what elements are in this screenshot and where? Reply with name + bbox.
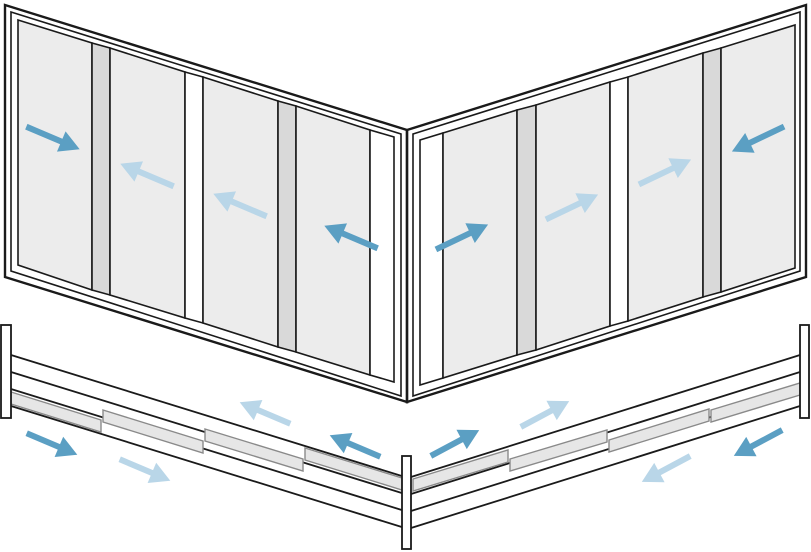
track-right-arrow-2-icon	[519, 400, 570, 430]
right-wall-arrow-3-icon-head	[668, 158, 692, 179]
right-wall-outer-frame	[405, 3, 808, 404]
track-left-arrow-4-icon	[329, 432, 382, 460]
track-left-segment-3	[204, 428, 304, 472]
left-wall-arrow-2-icon-head	[120, 161, 144, 182]
track-left-arrow-2-icon	[118, 456, 171, 484]
track-right-rail-4	[410, 405, 801, 529]
right-panel-4	[720, 23, 796, 294]
track-left-arrow-3-icon	[239, 399, 292, 427]
left-wall-arrow-3-icon	[213, 191, 268, 220]
track-plan	[0, 324, 810, 550]
right-wall-arrow-2-icon	[544, 193, 599, 223]
left-wall	[3, 3, 409, 404]
track-right-arrow-4-icon	[733, 427, 784, 457]
left-wall-arrow-4-icon-head	[324, 223, 348, 244]
slide-direction-arrows	[25, 123, 786, 484]
left-gap-1	[184, 70, 204, 325]
track-left-arrow-3-icon-head	[239, 399, 263, 421]
left-mullion-2	[277, 99, 297, 354]
track-left-rail-4	[10, 405, 406, 529]
track-right-rail-1	[410, 354, 801, 478]
track-center-post	[401, 455, 412, 550]
right-panel-3	[627, 51, 704, 323]
right-gap-2	[609, 75, 629, 328]
left-mullion-1	[91, 41, 111, 297]
left-wall-inner-frame	[10, 10, 402, 398]
track-left-arrow-2-icon-head	[147, 462, 171, 484]
track-left-segment-2	[102, 409, 204, 454]
left-wall-arrow-3-icon-head	[213, 191, 237, 212]
track-right-arrow-1-icon	[429, 429, 480, 459]
track-right-arrow-4-icon-head	[733, 436, 757, 457]
track-right-segment-2	[509, 429, 608, 472]
right-mullion-2	[702, 46, 722, 299]
track-right-arrow-3-icon	[641, 453, 692, 483]
track-right-arrow-1-icon-head	[456, 429, 480, 450]
track-right-end-post	[799, 324, 810, 419]
track-right-segment-3	[608, 408, 710, 453]
track-left-arrow-4-icon-head	[329, 432, 353, 454]
track-left-rail-1	[10, 354, 406, 478]
right-wall-arrow-4-icon-head	[731, 132, 755, 153]
left-wall-arrow-1-icon-head	[56, 131, 80, 152]
left-panel-1	[17, 18, 93, 292]
left-wall-arrow-1-icon	[25, 123, 80, 152]
right-wall-arrow-4-icon	[731, 123, 786, 153]
right-wall-arrow-1-icon-head	[465, 223, 489, 244]
track-right-arrow-2-icon-head	[546, 400, 570, 421]
right-wall-inner-frame	[412, 10, 801, 398]
track-left-rail-3	[10, 388, 406, 512]
track-right-arrow-3-icon-head	[641, 462, 665, 483]
left-wall-arrow-2-icon	[120, 161, 175, 190]
right-wall-arrow-3-icon	[637, 158, 692, 188]
left-wall-arrow-4-icon	[324, 223, 379, 252]
left-gap-2	[369, 128, 395, 384]
track-right-segment-4	[710, 382, 801, 423]
right-wall-arrow-1-icon	[434, 223, 489, 253]
track-left-arrow-1-icon-head	[54, 436, 78, 458]
right-wall	[405, 3, 808, 404]
left-panel-3	[202, 75, 279, 349]
right-wall-arrow-2-icon-head	[575, 193, 599, 214]
right-gap-1	[419, 131, 444, 387]
track-left-end-post	[0, 324, 12, 419]
track-right-segment-1	[412, 449, 509, 492]
left-panel-2	[109, 46, 186, 320]
right-mullion-1	[516, 103, 537, 357]
track-left-arrow-1-icon	[25, 430, 78, 458]
